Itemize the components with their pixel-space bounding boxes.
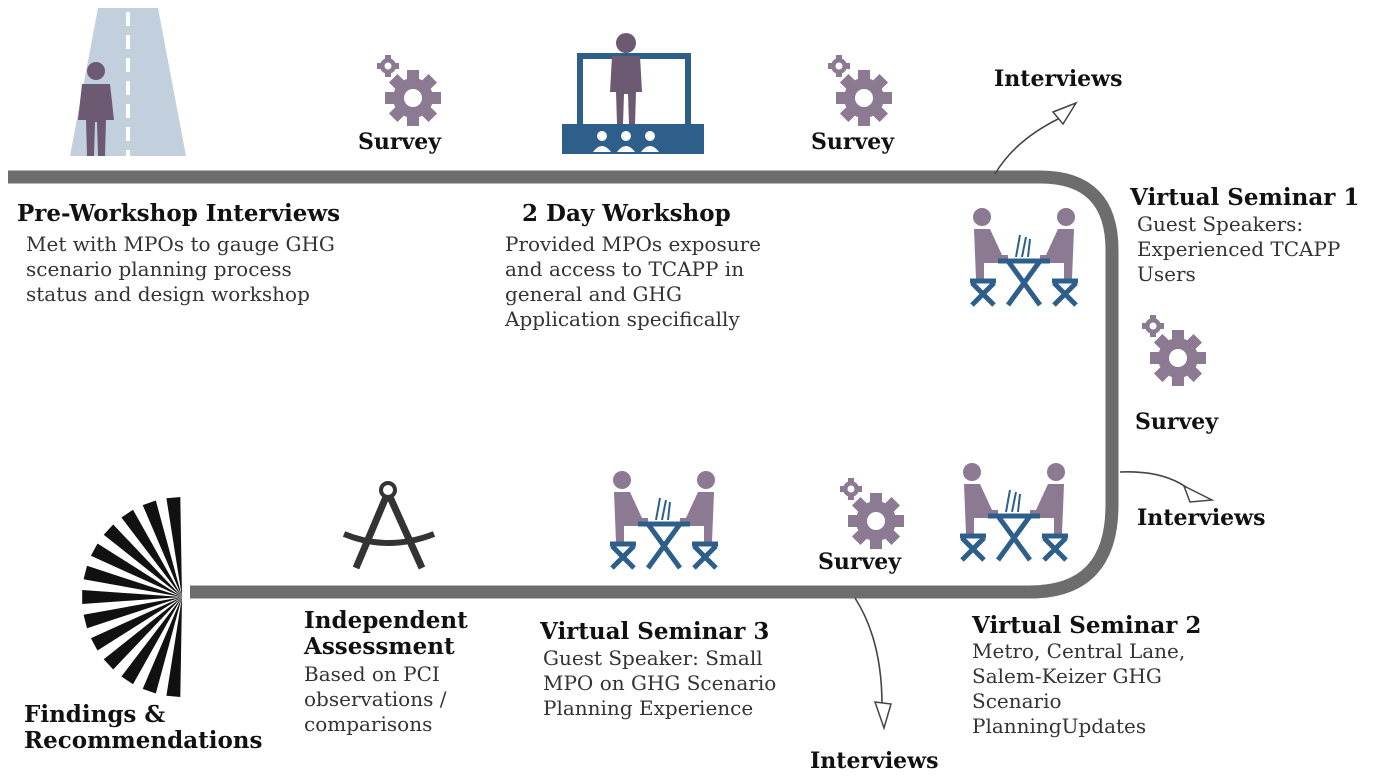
assessment-title: Independent Assessment xyxy=(304,607,468,660)
fan-wedge xyxy=(83,597,182,629)
pre-workshop-desc: Met with MPOs to gauge GHG scenario plan… xyxy=(26,232,335,306)
compass-icon xyxy=(342,481,436,570)
fan-wedge xyxy=(121,509,182,597)
workshop-title: 2 Day Workshop xyxy=(522,200,731,227)
fan-wedge xyxy=(82,590,182,604)
assessment-desc: Based on PCI observations / comparisons xyxy=(304,662,447,736)
gear-icon xyxy=(840,478,904,549)
seminar1-title: Virtual Seminar 1 xyxy=(1130,184,1360,211)
seminar2-desc: Metro, Central Lane, Salem-Keizer GHG Sc… xyxy=(972,639,1186,738)
fan-wedge xyxy=(142,500,182,597)
interviews-label: Interviews xyxy=(994,66,1123,92)
seminar3-desc: Guest Speaker: Small MPO on GHG Scenario… xyxy=(543,646,777,720)
survey-label: Survey xyxy=(818,549,902,575)
seminar1-desc: Guest Speakers: Experienced TCAPP Users xyxy=(1137,212,1341,286)
fan-wedge xyxy=(103,524,182,597)
gear-icon xyxy=(1142,315,1206,386)
gear-icon xyxy=(377,55,441,126)
fan-wedge xyxy=(166,497,182,597)
fan-wedge xyxy=(103,597,182,670)
fan-icon xyxy=(82,497,182,697)
pre-workshop-title: Pre-Workshop Interviews xyxy=(17,200,341,227)
fan-wedge xyxy=(142,597,182,694)
seminar3-title: Virtual Seminar 3 xyxy=(540,618,770,645)
gear-icon xyxy=(828,55,892,126)
presenter-icon xyxy=(562,33,704,154)
person-icon xyxy=(78,62,114,156)
fan-wedge xyxy=(90,597,182,651)
meeting-table-icon xyxy=(970,208,1078,307)
meeting-table-icon xyxy=(610,471,718,570)
survey-label: Survey xyxy=(358,129,442,155)
interviews-label: Interviews xyxy=(810,748,939,774)
fan-wedge xyxy=(90,543,182,597)
fan-wedge xyxy=(166,597,182,697)
workshop-desc: Provided MPOs exposure and access to TCA… xyxy=(505,232,762,331)
survey-label: Survey xyxy=(1135,409,1219,435)
seminar2-title: Virtual Seminar 2 xyxy=(972,612,1202,639)
survey-label: Survey xyxy=(811,129,895,155)
fan-wedge xyxy=(83,565,182,597)
fan-wedge xyxy=(121,597,182,685)
meeting-table-icon xyxy=(960,463,1068,562)
findings-title: Findings & Recommendations xyxy=(24,701,263,754)
interviews-label: Interviews xyxy=(1137,505,1266,531)
